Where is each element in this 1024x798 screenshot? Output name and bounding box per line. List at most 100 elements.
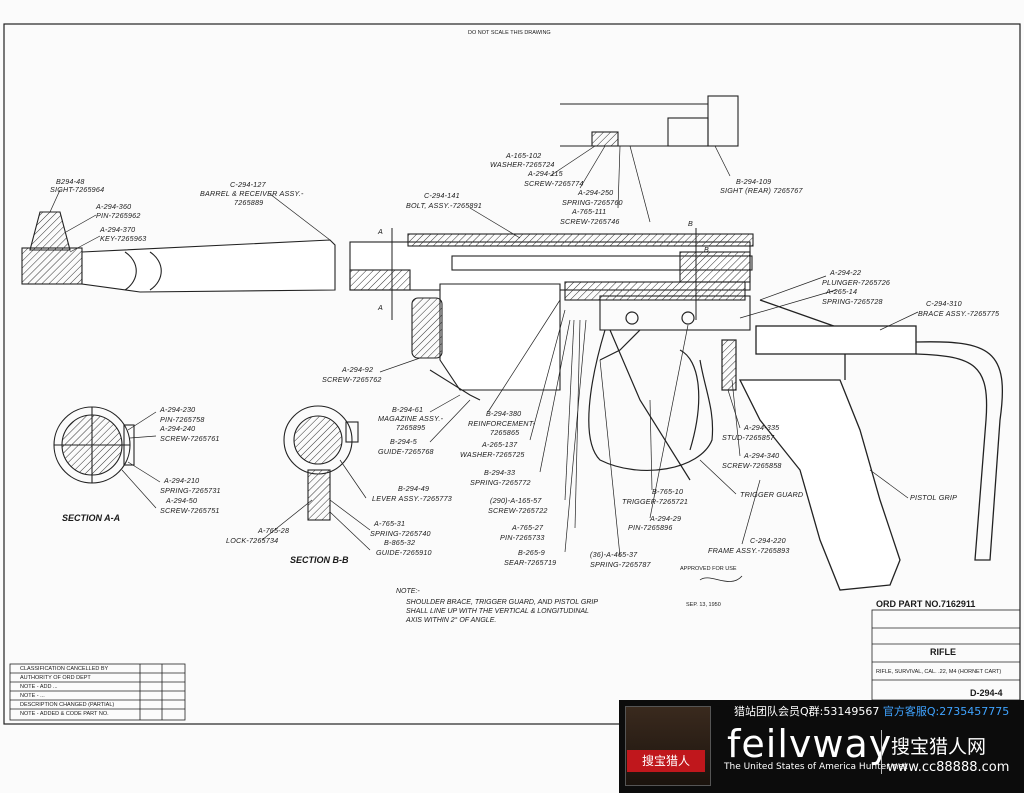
callout-a294-370-id: A-294-370 <box>99 225 135 234</box>
receiver-assembly <box>349 233 754 331</box>
note-block: NOTE:- SHOULDER BRACE, TRIGGER GUARD, AN… <box>396 588 598 624</box>
callout-b294-109-id: B-294-109 <box>736 177 771 186</box>
svg-text:AUTHORITY OF ORD DEPT: AUTHORITY OF ORD DEPT <box>20 675 91 681</box>
magazine <box>411 283 561 401</box>
callout-b294-5-desc: GUIDE-7265768 <box>378 447 434 456</box>
svg-text:DESCRIPTION CHANGED (PARTIAL): DESCRIPTION CHANGED (PARTIAL) <box>20 702 114 708</box>
callout-a265-137-id: A-265-137 <box>481 440 518 449</box>
callout-b294-48-desc: SIGHT-7265964 <box>50 185 104 194</box>
callout-b294-49-id: B-294-49 <box>398 484 429 493</box>
callout-a294-340-id: A-294-340 <box>743 451 779 460</box>
callout-b294-61-desc2: 7265895 <box>396 423 426 432</box>
note-line-2: SHALL LINE UP WITH THE VERTICAL & LONGIT… <box>406 608 589 615</box>
callout-c294-220-desc: FRAME ASSY.-7265893 <box>708 546 790 555</box>
callout-c294-310-desc: BRACE ASSY.-7265775 <box>918 309 1000 318</box>
marker-a-bottom: A <box>377 303 383 312</box>
callout-a765-27-id: A-765-27 <box>511 523 544 532</box>
callout-b294-5-id: B-294-5 <box>390 437 418 446</box>
svg-text:NOTE - ADDED & CODE PART NO.: NOTE - ADDED & CODE PART NO. <box>20 711 109 717</box>
callout-a294-340-desc: SCREW-7265858 <box>722 461 782 470</box>
leader-lines <box>49 145 919 557</box>
watermark-divider <box>881 730 882 774</box>
callout-pistol-grip: PISTOL GRIP <box>910 493 957 502</box>
callout-a294-22-desc: PLUNGER-7265726 <box>822 278 890 287</box>
callout-a265-14-id: A-265-14 <box>825 287 857 296</box>
callout-a294-210-id: A-294-210 <box>163 476 199 485</box>
callout-c294-310-id: C-294-310 <box>926 299 962 308</box>
marker-b-side: B <box>704 245 709 254</box>
callout-a294-240-desc: SCREW-7265761 <box>160 434 220 443</box>
watermark-group: 猎站团队会员Q群:53149567 <box>734 705 880 718</box>
callout-b294-380-desc2: 7265865 <box>490 428 520 437</box>
callout-c294-141-desc: BOLT, ASSY.-7265891 <box>406 201 482 210</box>
callout-a294-115-desc: SCREW-7265774 <box>524 179 584 188</box>
callout-a465-37-id: (36)-A-465-37 <box>590 550 638 559</box>
callout-a165-57-desc: SCREW-7265722 <box>488 506 548 515</box>
callout-a165-102-desc: WASHER-7265724 <box>490 160 555 169</box>
section-b-b-label: SECTION B-B <box>290 555 349 565</box>
part-callouts: B294-48 SIGHT-7265964 A-294-360 PIN-7265… <box>50 151 1000 569</box>
callout-a294-335-desc: STUD-7265857 <box>722 433 775 442</box>
callout-b765-10-desc: TRIGGER-7265721 <box>622 497 688 506</box>
barrel-assembly <box>21 211 336 293</box>
callout-b294-33-id: B-294-33 <box>484 468 515 477</box>
callout-a294-210-desc: SPRING-7265731 <box>160 486 221 495</box>
callout-a265-14-desc: SPRING-7265728 <box>822 297 883 306</box>
callout-a294-360-id: A-294-360 <box>95 202 131 211</box>
pistol-grip <box>738 299 901 591</box>
section-markers <box>391 228 697 320</box>
callout-a765-28-id: A-765-28 <box>257 526 289 535</box>
watermark-brand: feilvway <box>727 722 893 766</box>
callout-a165-57-id: (290)-A-165-57 <box>490 496 542 505</box>
revision-texts: CLASSIFICATION CANCELLED BY AUTHORITY OF… <box>20 666 114 717</box>
callout-b294-61-desc: MAGAZINE ASSY.- <box>378 414 444 423</box>
rear-sight <box>560 95 739 147</box>
section-a-a-label: SECTION A-A <box>62 513 120 523</box>
callout-a765-31-desc: SPRING-7265740 <box>370 529 431 538</box>
callout-a294-29-id: A-294-29 <box>649 514 681 523</box>
signature-mark <box>699 575 743 582</box>
watermark-sub: The United States of America Hunter net <box>724 762 908 772</box>
callout-a294-250-id: A-294-250 <box>577 188 613 197</box>
callout-b865-32-desc: GUIDE-7265910 <box>376 548 432 557</box>
approval-date: SEP. 13, 1950 <box>686 602 721 608</box>
hunter-logo <box>625 706 711 786</box>
callout-trigger-guard: TRIGGER GUARD <box>740 490 803 499</box>
callout-b294-380-desc: REINFORCEMENT- <box>468 419 536 428</box>
shoulder-brace <box>755 325 1004 561</box>
callout-c294-127-desc2: 7265889 <box>234 198 263 207</box>
callout-c294-141-id: C-294-141 <box>424 191 460 200</box>
callout-a294-29-desc: PIN-7265896 <box>628 523 673 532</box>
approval-stamp: APPROVED FOR USE SEP. 13, 1950 <box>680 566 743 608</box>
callout-a765-111-id: A-765-111 <box>571 207 606 216</box>
callout-b294-48-id: B294-48 <box>56 177 85 186</box>
callout-b294-109-desc: SIGHT (REAR) 7265767 <box>720 186 803 195</box>
callout-a294-92-id: A-294-92 <box>341 365 373 374</box>
sheet-border <box>3 23 1021 725</box>
callout-a294-370-desc: KEY-7265963 <box>100 234 146 243</box>
callout-a294-240-id: A-294-240 <box>159 424 195 433</box>
callout-b765-10-id: B-765-10 <box>652 487 683 496</box>
callout-b265-9-desc: SEAR-7265719 <box>504 558 556 567</box>
callout-a294-92-desc: SCREW-7265762 <box>322 375 382 384</box>
title-desc: RIFLE, SURVIVAL, CAL. .22, M4 (HORNET CA… <box>876 669 1001 675</box>
callout-a294-250-desc: SPRING-7265760 <box>562 198 623 207</box>
callout-a294-50-desc: SCREW-7265751 <box>160 506 220 515</box>
revision-block <box>9 663 186 721</box>
note-line-1: SHOULDER BRACE, TRIGGER GUARD, AND PISTO… <box>406 599 598 606</box>
do-not-scale-text: DO NOT SCALE THIS DRAWING <box>468 30 551 36</box>
trigger-group <box>588 311 737 481</box>
callout-c294-220-id: C-294-220 <box>750 536 786 545</box>
watermark-url: www.cc88888.com <box>887 760 1010 775</box>
callout-a465-37-desc: SPRING-7265787 <box>590 560 652 569</box>
callout-a294-22-id: A-294-22 <box>829 268 861 277</box>
callout-a765-111-desc: SCREW-7265746 <box>560 217 620 226</box>
callout-a294-230-id: A-294-230 <box>159 405 195 414</box>
svg-text:NOTE - ADD ...: NOTE - ADD ... <box>20 684 58 690</box>
title-rifle: RIFLE <box>930 647 956 657</box>
callout-a294-230-desc: PIN-7265758 <box>160 415 205 424</box>
callout-a294-335-id: A-294-335 <box>743 423 780 432</box>
svg-text:NOTE - ...: NOTE - ... <box>20 693 45 699</box>
